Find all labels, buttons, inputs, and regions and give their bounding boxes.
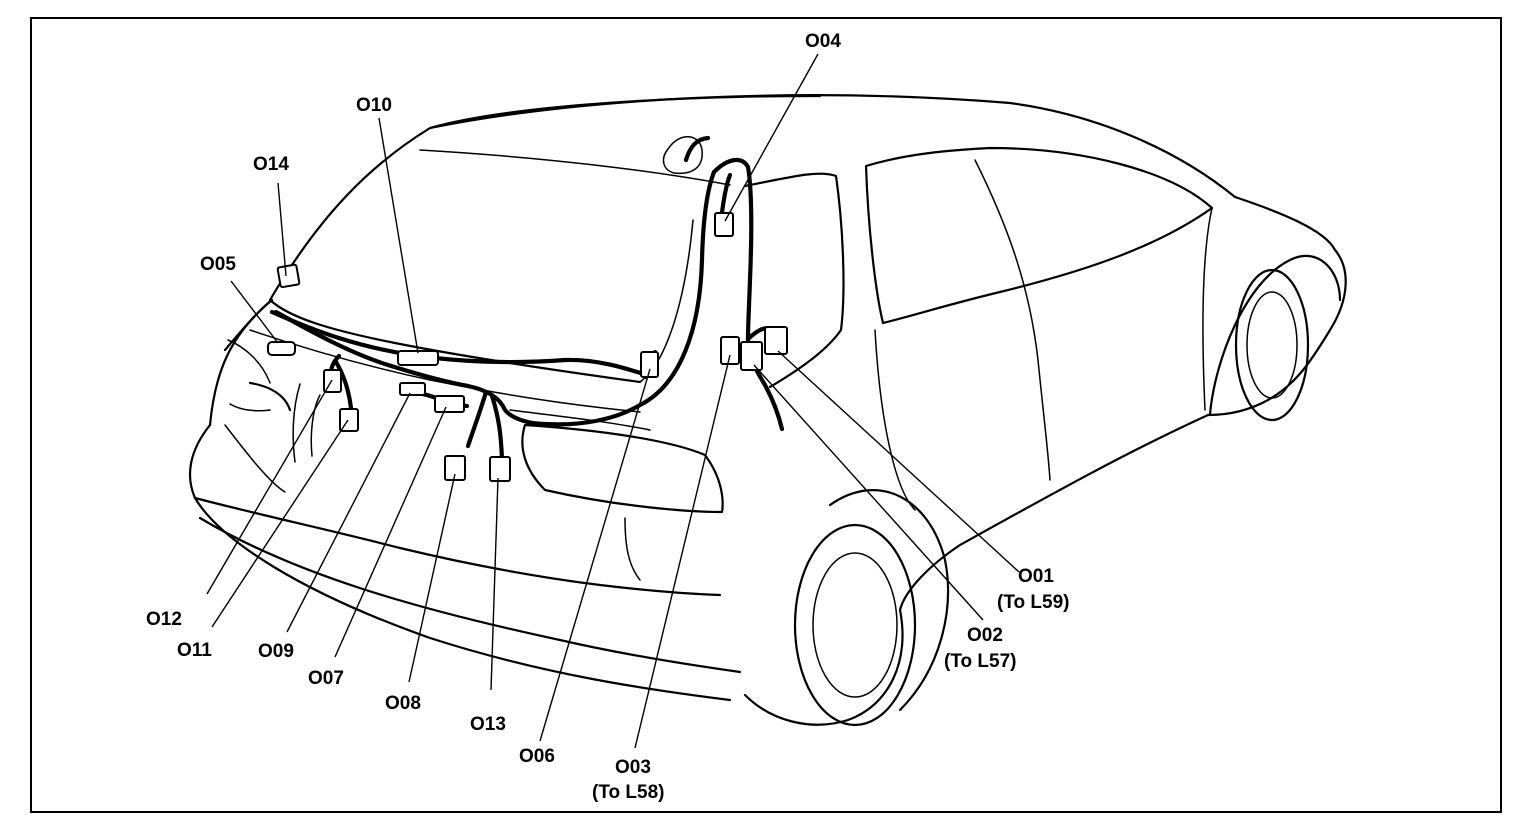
- connector-o01: [764, 326, 788, 355]
- connector-o07: [434, 395, 465, 413]
- connector-o08: [444, 455, 466, 481]
- label-o08: O08: [385, 693, 421, 714]
- callout-labels: O04 O10 O14 O05 O12 O11 O09 O07 O08 O13 …: [146, 31, 1069, 803]
- leader-lines: [206, 53, 1020, 749]
- connector-o13: [489, 456, 511, 482]
- label-o09: O09: [258, 641, 294, 662]
- label-o10: O10: [356, 95, 392, 116]
- label-o07: O07: [308, 668, 344, 689]
- label-o11: O11: [177, 640, 212, 661]
- connector-o09: [399, 382, 426, 396]
- connector-o10: [397, 350, 439, 366]
- connector-o14: [276, 263, 301, 289]
- label-o12: O12: [146, 609, 182, 630]
- label-o01-note: (To L59): [997, 592, 1069, 613]
- label-o04: O04: [805, 31, 841, 52]
- label-o03: O03: [615, 757, 651, 778]
- label-o03-note: (To L58): [592, 782, 664, 803]
- label-o05: O05: [200, 254, 236, 275]
- connector-o05: [267, 341, 296, 356]
- label-o06: O06: [519, 746, 555, 767]
- connector-o04: [714, 212, 734, 237]
- vehicle-outline: [188, 94, 1347, 727]
- label-o02: O02: [967, 625, 1003, 646]
- label-o14: O14: [253, 154, 289, 175]
- label-o02-note: (To L57): [944, 651, 1016, 672]
- connector-o03: [720, 336, 740, 365]
- diagram-frame: [30, 17, 1502, 813]
- label-o13: O13: [470, 714, 506, 735]
- connector-o06: [640, 351, 659, 378]
- connector-o02: [740, 341, 763, 371]
- label-o01: O01: [1018, 566, 1054, 587]
